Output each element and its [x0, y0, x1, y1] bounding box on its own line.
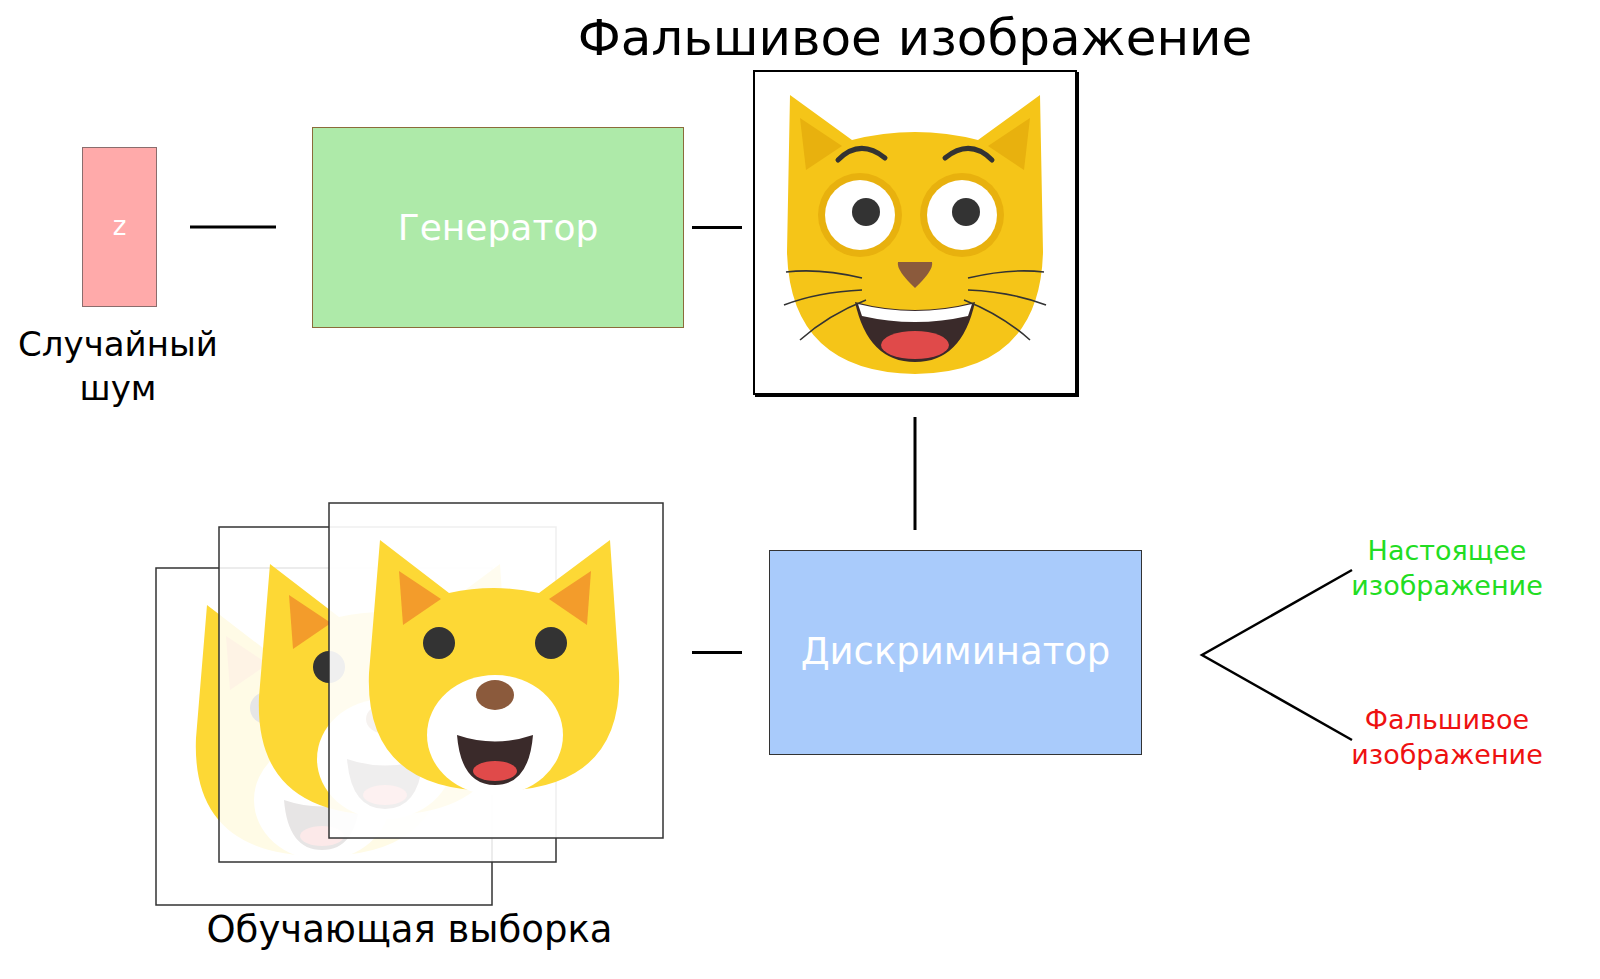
- node-text: Обучающая выборка: [206, 908, 612, 952]
- output-fork: [1202, 570, 1352, 740]
- connector-line: [190, 226, 276, 229]
- fake-cat: [784, 95, 1046, 374]
- generator-box: Генератор: [312, 127, 684, 328]
- connector-line: [692, 226, 742, 229]
- node-text: Генератор: [398, 206, 599, 249]
- connector-line: [692, 651, 742, 654]
- node-text: Фальшивое изображение: [578, 8, 1253, 68]
- node-text: z: [113, 211, 127, 242]
- fake-image-frame: Фальшивое изображение: [753, 70, 1077, 395]
- real-output: Настоящее изображение: [1325, 533, 1569, 603]
- node-text: Дискриминатор: [801, 630, 1111, 674]
- connector-line: [914, 417, 917, 530]
- discriminator-box: Дискриминатор: [769, 550, 1142, 755]
- training-set: Обучающая выборка: [156, 503, 663, 905]
- training-stack: [156, 503, 663, 905]
- noise-caption: Случайный шум: [8, 322, 228, 410]
- noise-vector: z: [82, 147, 157, 307]
- fake-output: Фальшивое изображение: [1325, 702, 1569, 772]
